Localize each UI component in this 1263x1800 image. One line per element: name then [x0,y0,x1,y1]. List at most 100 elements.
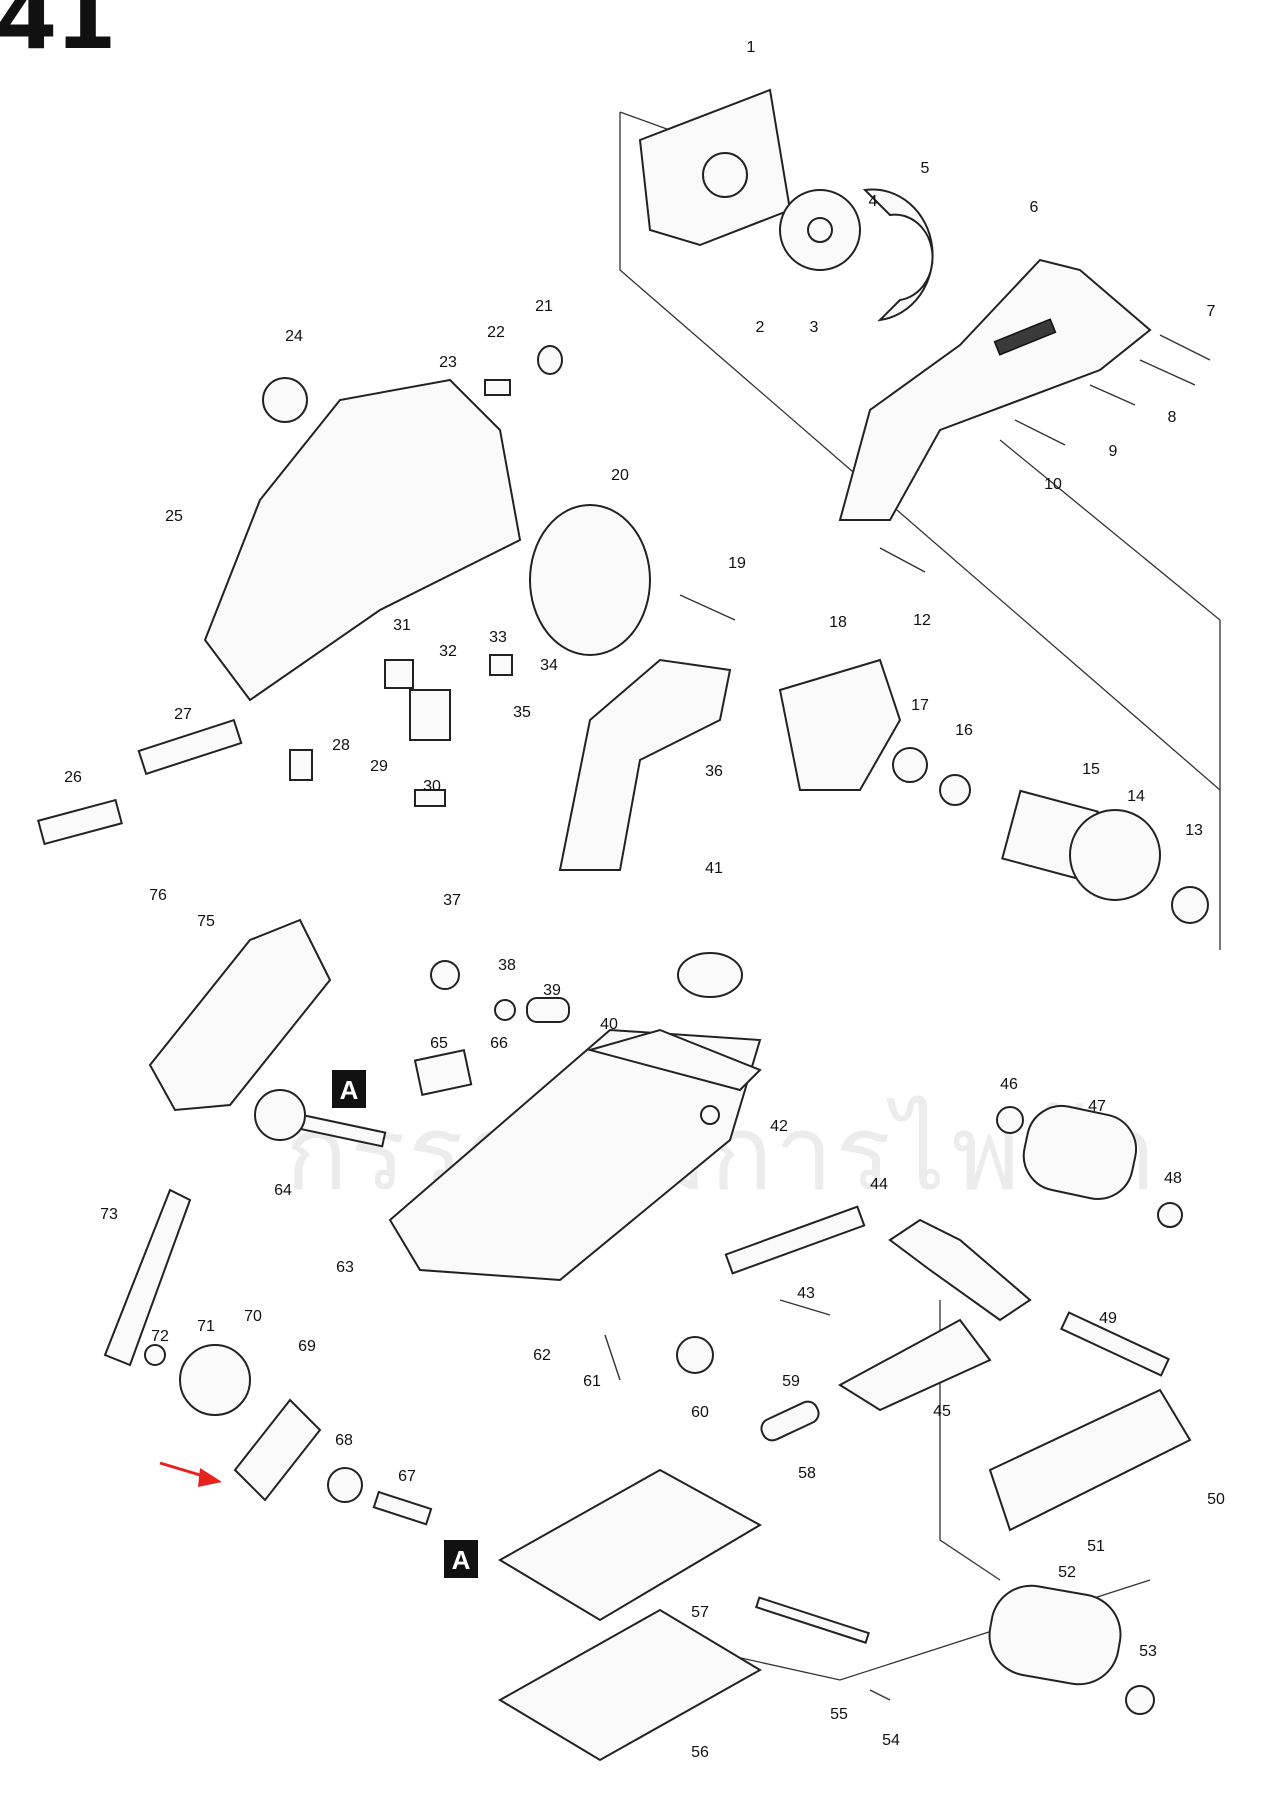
part-label-65: 65 [430,1035,448,1052]
part-label-51: 51 [1087,1538,1105,1555]
screw-19 [679,594,736,621]
armature-fan-gear [1069,809,1161,901]
part-label-53: 53 [1139,1643,1157,1660]
part-label-13: 13 [1185,822,1203,839]
part-label-2: 2 [756,319,765,336]
ball-bearing-17 [892,747,928,783]
highlight-arrow [159,1461,222,1487]
part-label-26: 26 [64,769,82,786]
screw-61-62 [604,1334,621,1381]
part-label-61: 61 [583,1373,601,1390]
part-label-35: 35 [513,704,531,721]
part-label-52: 52 [1058,1564,1076,1581]
baffle-plate [778,658,902,791]
roller-shaft-49 [1060,1311,1170,1377]
retaining-strip-55 [754,1596,870,1644]
assembly-frame-top [619,112,1221,950]
part-label-8: 8 [1168,409,1177,426]
strain-relief [137,718,243,776]
base-frame [388,1028,762,1282]
part-label-68: 68 [335,1432,353,1449]
part-label-58: 58 [798,1465,816,1482]
adjust-knob [677,952,743,998]
part-label-56: 56 [691,1744,709,1761]
part-label-47: 47 [1088,1098,1106,1115]
tension-lever-frame [888,1218,1032,1322]
power-cord [37,798,123,846]
bearing-retainer-highlighted [233,1398,322,1502]
part-label-22: 22 [487,324,505,341]
fan-hub [807,217,833,243]
gear-cover-plate [586,1028,762,1092]
spring-59 [779,1299,831,1316]
label-65 [413,1048,473,1096]
part-label-64: 64 [274,1182,292,1199]
ball-bearing-60 [676,1336,714,1374]
part-label-69: 69 [298,1338,316,1355]
part-label-1: 1 [747,39,756,56]
part-label-12: 12 [913,612,931,629]
screw-12 [879,547,926,573]
belt-cover [148,918,332,1112]
part-label-48: 48 [1164,1170,1182,1187]
part-label-72: 72 [151,1328,169,1345]
part-label-44: 44 [870,1176,888,1193]
screw-7 [1159,334,1211,361]
part-label-62: 62 [533,1347,551,1364]
washer-46 [996,1106,1024,1134]
part-label-55: 55 [830,1706,848,1723]
callout-tag-a-top [332,1070,366,1108]
part-label-17: 17 [911,697,929,714]
part-label-39: 39 [543,982,561,999]
part-label-50: 50 [1207,1491,1225,1508]
spring-58 [760,1400,820,1442]
washer-38 [494,999,516,1021]
page-number: 41 [0,0,116,69]
part-label-14: 14 [1127,788,1145,805]
part-label-41: 41 [705,860,723,877]
ball-bearing-13 [1171,886,1209,924]
insulation-washer [939,774,971,806]
screw-8 [1139,359,1196,386]
motor-cover-bearing-seat [702,152,748,198]
callout-tag-a-top-label: A [340,1075,359,1105]
part-label-6: 6 [1030,199,1039,216]
part-label-30: 30 [423,778,441,795]
motor-housing [203,378,522,702]
part-label-9: 9 [1109,443,1118,460]
screw-54 [869,1689,891,1701]
callout-tag-a-bottom-label: A [452,1545,471,1575]
part-label-67: 67 [398,1468,416,1485]
part-label-25: 25 [165,508,183,525]
hex-nut-42 [700,1105,720,1125]
part-label-43: 43 [797,1285,815,1302]
switch-unit [409,689,451,741]
part-label-75: 75 [197,913,215,930]
part-label-71: 71 [197,1318,215,1335]
terminal-block [414,789,446,807]
part-label-18: 18 [829,614,847,631]
part-label-16: 16 [955,722,973,739]
part-label-19: 19 [728,555,746,572]
hex-nut-53 [1125,1685,1155,1715]
assembly-frame-right [999,439,1221,790]
part-label-63: 63 [336,1259,354,1276]
guide-plate-43 [724,1205,866,1275]
part-label-32: 32 [439,643,457,660]
front-roller-52 [988,1584,1122,1686]
switch-lever [489,654,513,676]
compression-spring-39 [526,997,570,1023]
drive-shaft [372,1490,433,1526]
adjust-slider-45 [838,1318,992,1412]
part-label-3: 3 [810,319,819,336]
part-label-49: 49 [1099,1310,1117,1327]
carbon-brush [484,379,511,396]
graphite-plate-57 [498,1468,763,1622]
part-label-24: 24 [285,328,303,345]
brush-holder-cap [262,377,308,423]
fan-guide-baffle [862,188,934,322]
part-label-73: 73 [100,1206,118,1223]
belt-guide-plate-51 [988,1388,1192,1532]
drive-belt [103,1188,192,1367]
